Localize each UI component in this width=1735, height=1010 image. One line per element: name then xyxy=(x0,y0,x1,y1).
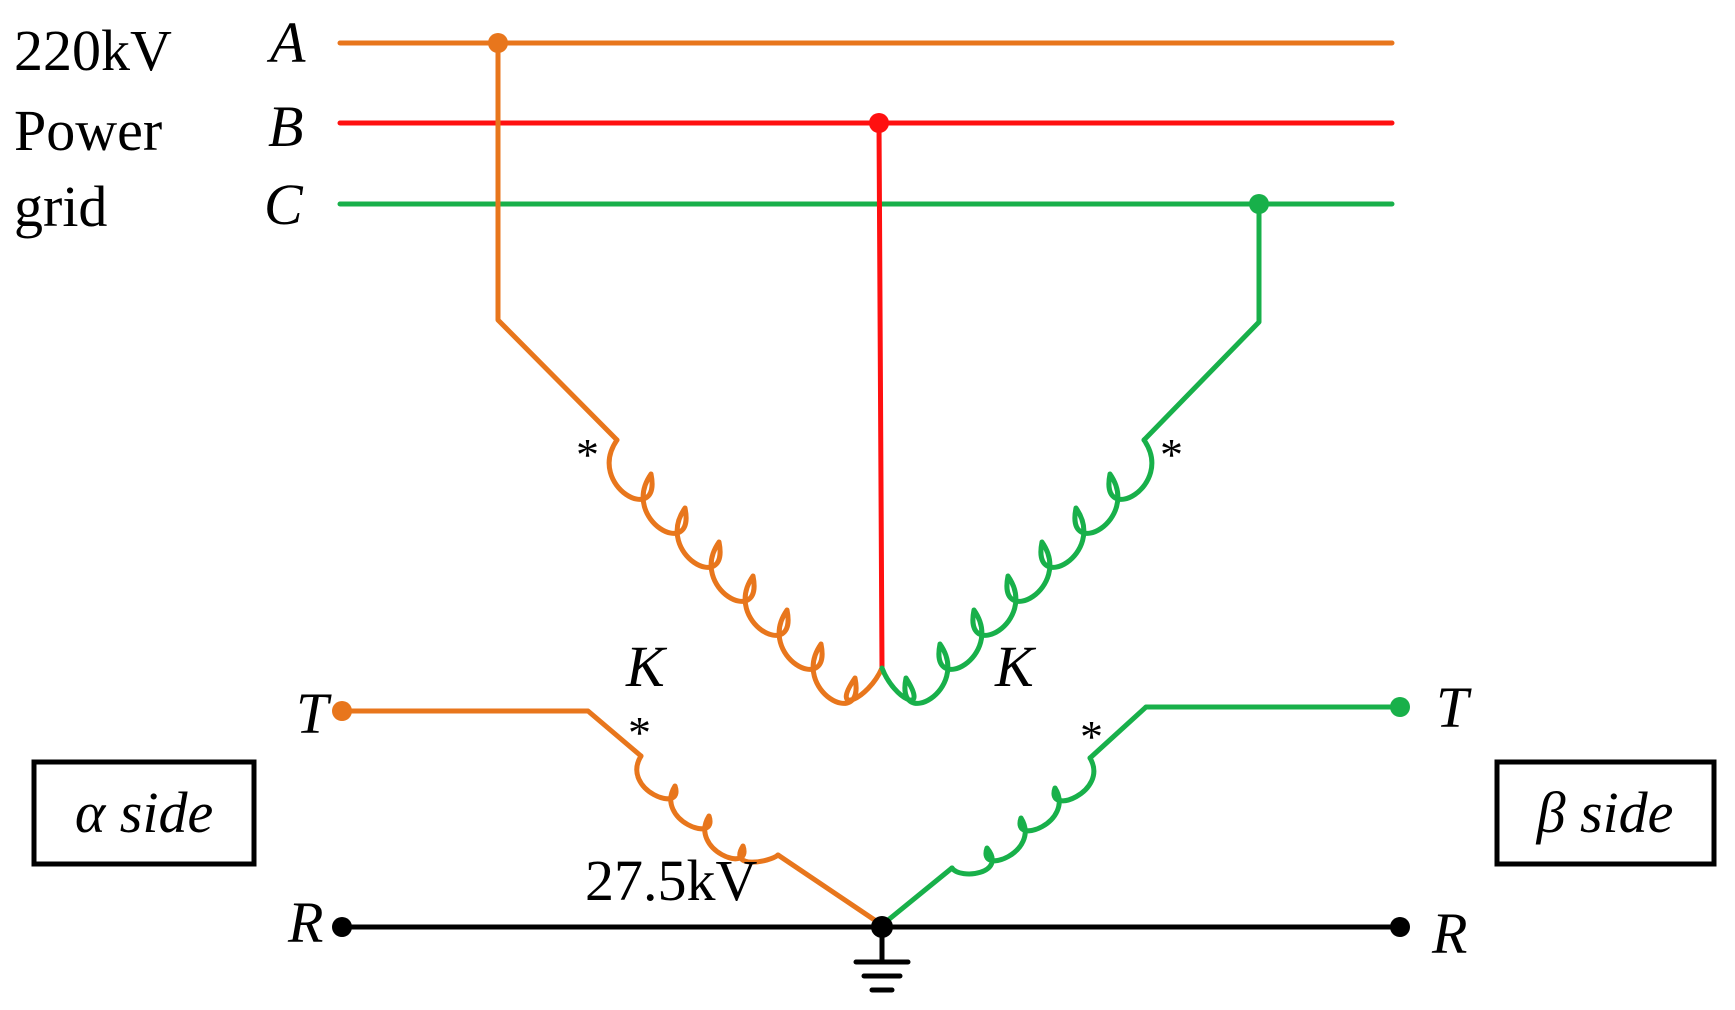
primary-winding-left xyxy=(606,437,885,706)
polarity-mark-primary-right: * xyxy=(1160,429,1183,480)
phase-b-label: B xyxy=(268,94,303,159)
polarity-mark-primary-left: * xyxy=(576,429,599,480)
r-right-terminal-dot xyxy=(1390,917,1410,937)
t-right-label: T xyxy=(1436,675,1472,740)
r-left-label: R xyxy=(287,890,323,955)
beta-side-t-feeder xyxy=(1087,704,1403,761)
r-right-label: R xyxy=(1431,901,1467,966)
phase-b-primary-lead xyxy=(876,120,885,671)
grid-grid-label: grid xyxy=(14,174,107,239)
secondary-voltage-label: 27.5kV xyxy=(585,848,758,913)
polarity-mark-secondary-beta: * xyxy=(1080,711,1103,762)
phase-a-tap-dot xyxy=(488,33,508,53)
neutral-junction-dot xyxy=(871,916,893,938)
primary-winding-right xyxy=(879,437,1155,706)
t-right-terminal-dot xyxy=(1390,697,1410,717)
t-left-label: T xyxy=(296,681,332,746)
secondary-winding-alpha xyxy=(634,753,781,865)
phase-c-primary-lead xyxy=(1141,201,1262,443)
secondary-winding-beta xyxy=(949,755,1097,877)
phase-c-tap-dot xyxy=(1249,194,1269,214)
alpha-side-box: α side xyxy=(31,759,257,867)
r-left-terminal-dot xyxy=(332,917,352,937)
alpha-side-t-feeder xyxy=(339,708,644,759)
beta-side-ground-lead xyxy=(879,865,955,928)
t-left-terminal-dot xyxy=(332,701,352,721)
beta-side-label: β side xyxy=(1536,780,1674,845)
phase-a-primary-lead xyxy=(495,40,620,443)
beta-side-box: β side xyxy=(1494,759,1717,867)
phase-c-label: C xyxy=(264,172,304,237)
phase-b-tap-dot xyxy=(869,113,889,133)
alpha-side-label: α side xyxy=(75,780,213,845)
phase-a-label: A xyxy=(266,10,306,75)
coupling-label-right: K xyxy=(994,634,1037,699)
polarity-mark-secondary-alpha: * xyxy=(628,707,651,758)
coupling-label-left: K xyxy=(625,634,668,699)
grid-power-label: Power xyxy=(14,98,162,163)
alpha-side-ground-lead xyxy=(775,852,885,928)
grid-voltage-label: 220kV xyxy=(14,18,172,83)
